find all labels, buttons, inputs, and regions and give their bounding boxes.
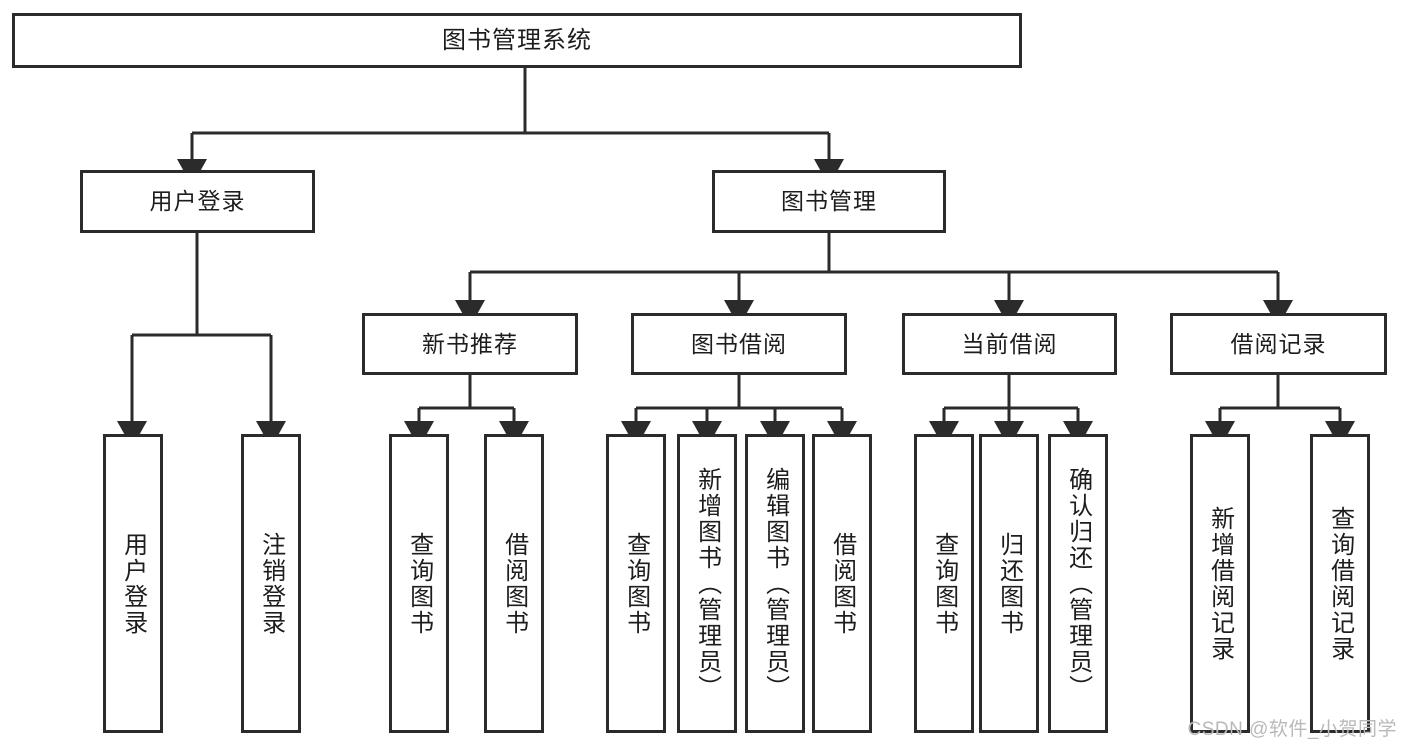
- leaf-user-login[interactable]: 用户登录: [103, 434, 163, 733]
- node-label: 图书管理: [781, 188, 877, 215]
- leaf-query-book-recommend[interactable]: 查询图书: [389, 434, 449, 733]
- node-book-management[interactable]: 图书管理: [712, 170, 946, 233]
- node-label: 注销登录: [257, 531, 285, 636]
- leaf-query-borrow-record[interactable]: 查询借阅记录: [1310, 434, 1370, 733]
- node-label: 新增借阅记录: [1206, 505, 1234, 662]
- leaf-add-book-admin[interactable]: 新增图书（管理员）: [677, 434, 737, 733]
- leaf-query-book-current[interactable]: 查询图书: [914, 434, 974, 733]
- node-label: 查询图书: [405, 531, 433, 636]
- node-new-book-recommend[interactable]: 新书推荐: [362, 313, 578, 375]
- node-user-login[interactable]: 用户登录: [80, 170, 315, 233]
- leaf-confirm-return-admin[interactable]: 确认归还（管理员）: [1048, 434, 1108, 733]
- leaf-return-book[interactable]: 归还图书: [979, 434, 1039, 733]
- leaf-borrow-book-recommend[interactable]: 借阅图书: [484, 434, 544, 733]
- leaf-borrow-book[interactable]: 借阅图书: [812, 434, 872, 733]
- node-label: 用户登录: [119, 531, 147, 636]
- node-label: 新书推荐: [422, 330, 518, 357]
- node-label: 借阅图书: [828, 531, 856, 636]
- node-root-book-management-system[interactable]: 图书管理系统: [12, 13, 1022, 68]
- node-label: 查询图书: [930, 531, 958, 636]
- node-book-borrow[interactable]: 图书借阅: [631, 313, 847, 375]
- node-label: 编辑图书（管理员）: [761, 466, 789, 701]
- node-label: 新增图书（管理员）: [693, 466, 721, 701]
- leaf-edit-book-admin[interactable]: 编辑图书（管理员）: [745, 434, 805, 733]
- node-label: 图书借阅: [691, 330, 787, 357]
- node-label: 当前借阅: [961, 330, 1058, 357]
- node-label: 图书管理系统: [442, 26, 592, 54]
- node-label: 借阅记录: [1230, 330, 1327, 357]
- leaf-add-borrow-record[interactable]: 新增借阅记录: [1190, 434, 1250, 733]
- leaf-query-book-borrow[interactable]: 查询图书: [606, 434, 666, 733]
- node-borrow-record[interactable]: 借阅记录: [1170, 313, 1387, 375]
- leaf-logout[interactable]: 注销登录: [241, 434, 301, 733]
- watermark-text: CSDN @软件_小贺同学: [1187, 719, 1397, 740]
- node-current-borrow[interactable]: 当前借阅: [902, 313, 1117, 375]
- node-label: 借阅图书: [500, 531, 528, 636]
- node-label: 查询图书: [622, 531, 650, 636]
- node-label: 查询借阅记录: [1326, 505, 1354, 662]
- node-label: 用户登录: [149, 188, 246, 215]
- node-label: 归还图书: [995, 531, 1023, 636]
- node-label: 确认归还（管理员）: [1064, 466, 1092, 701]
